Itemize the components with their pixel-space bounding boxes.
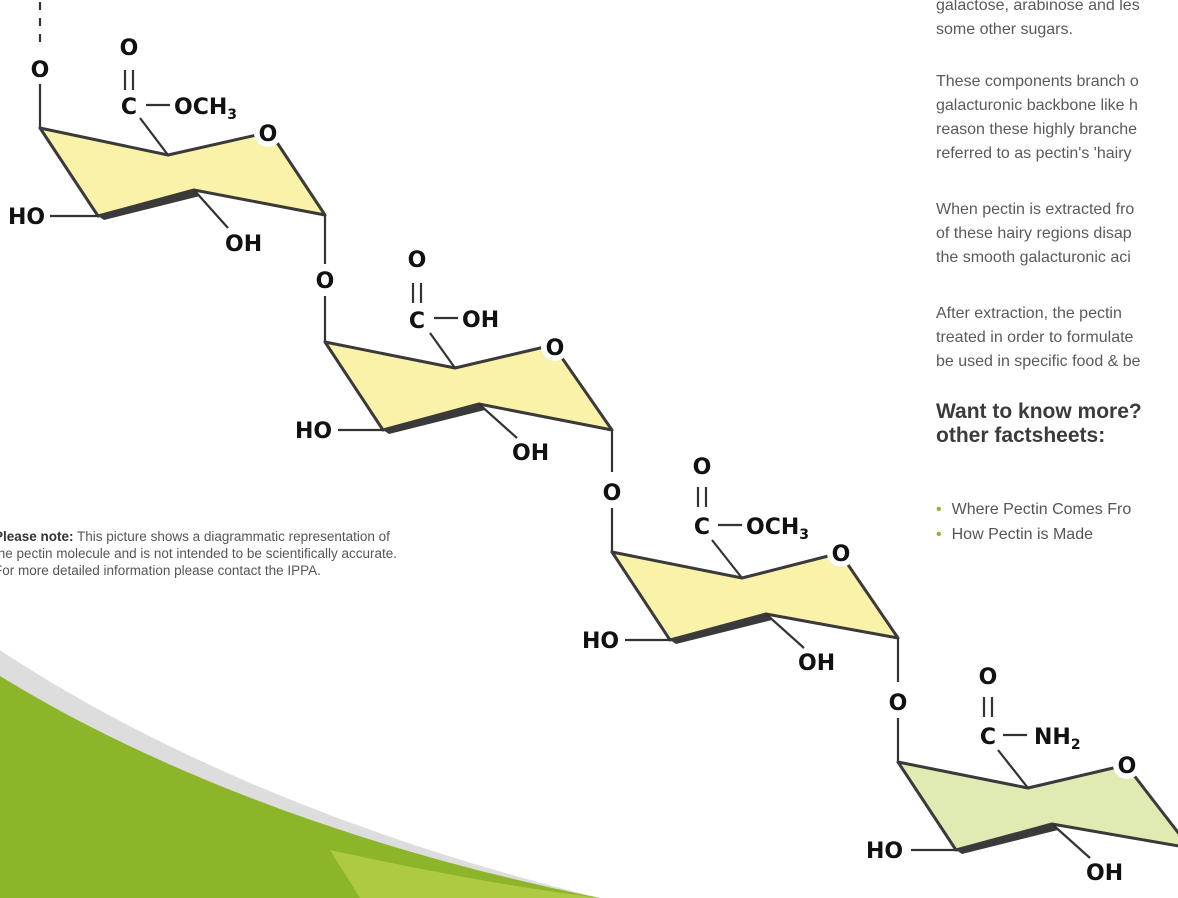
sugar-ring-unit-3: O C O OCH3 HO OH	[582, 455, 900, 676]
ring-fill	[38, 126, 327, 218]
methoxy-group: OCH3	[746, 515, 809, 543]
text-line: treated in order to formulate	[936, 329, 1134, 346]
note-text: This picture shows a diagrammatic repres…	[0, 529, 397, 578]
paragraph-sugars: galactose, arabinose and les some other …	[936, 0, 1140, 42]
bullet-icon: •	[936, 526, 942, 543]
carbonyl-carbon: C	[409, 309, 425, 334]
atom-o-top: O	[31, 58, 50, 83]
sugar-ring-unit-1: O C O OCH3 HO OH	[8, 36, 327, 257]
carbonyl-carbon: C	[980, 725, 996, 750]
hydroxyl-ho: HO	[866, 839, 903, 864]
link-label[interactable]: Where Pectin Comes Fro	[951, 501, 1132, 518]
text-line: galacturonic backbone like h	[936, 97, 1138, 114]
factsheet-links: • Where Pectin Comes Fro • How Pectin is M…	[936, 497, 1131, 547]
ring-oxygen: O	[1118, 754, 1137, 779]
carbonyl-oxygen: O	[979, 665, 998, 690]
decorative-swoosh	[0, 650, 600, 898]
glycosidic-oxygen: O	[316, 269, 335, 294]
hydroxyl-oh: OH	[798, 651, 835, 676]
hydroxyl-ho: HO	[582, 629, 619, 654]
carbonyl-oxygen: O	[693, 455, 712, 480]
paragraph-after-extraction: After extraction, the pectin treated in …	[936, 302, 1141, 374]
bullet-icon: •	[936, 501, 942, 518]
light-green-band	[330, 850, 600, 898]
hydroxyl-ho: HO	[295, 419, 332, 444]
text-line: reason these highly branche	[936, 121, 1138, 138]
green-band	[0, 676, 600, 898]
glycosidic-oxygen: O	[603, 481, 622, 506]
link-label[interactable]: How Pectin is Made	[951, 526, 1093, 543]
heading-line: other factsheets:	[936, 424, 1106, 447]
heading-line: Want to know more?	[936, 400, 1142, 423]
text-line: These components branch o	[936, 73, 1139, 90]
text-line: After extraction, the pectin	[936, 305, 1122, 322]
carbonyl-oxygen: O	[408, 248, 427, 273]
glycosidic-oxygen: O	[889, 691, 908, 716]
hydroxyl-oh: OH	[512, 441, 549, 466]
ring-oxygen: O	[546, 336, 565, 361]
ring-oxygen: O	[832, 542, 851, 567]
hydroxyl-oh: OH	[1086, 861, 1123, 886]
text-line: the smooth galacturonic aci	[936, 249, 1131, 266]
carbonyl-oxygen: O	[120, 36, 139, 61]
text-line: be used in specific food & be	[936, 353, 1141, 370]
carbonyl-carbon: C	[694, 515, 710, 540]
sugar-ring-unit-2: O C O OH HO OH	[295, 248, 614, 466]
text-line: galactose, arabinose and les	[936, 0, 1140, 14]
paragraph-extraction: When pectin is extracted fro of these ha…	[936, 198, 1134, 270]
text-line: some other sugars.	[936, 21, 1073, 38]
note-label: Please note:	[0, 529, 74, 544]
hydroxyl-oh: OH	[225, 232, 262, 257]
amide-group: NH2	[1034, 725, 1081, 753]
ring-fill	[323, 340, 614, 432]
text-line: When pectin is extracted fro	[936, 201, 1135, 218]
factsheet-link-where-pectin-comes-from[interactable]: • Where Pectin Comes Fro	[936, 497, 1131, 522]
factsheet-link-how-pectin-is-made[interactable]: • How Pectin is Made	[936, 522, 1131, 547]
paragraph-hairy-regions: These components branch o galacturonic b…	[936, 70, 1139, 166]
sugar-ring-unit-4: O C O NH2 HO OH	[866, 665, 1178, 886]
acid-hydroxyl: OH	[462, 308, 499, 333]
want-to-know-more-heading: Want to know more? other factsheets:	[936, 400, 1142, 448]
ring-oxygen: O	[259, 122, 278, 147]
text-line: of these hairy regions disap	[936, 225, 1132, 242]
ring-fill	[610, 550, 900, 642]
hydroxyl-ho: HO	[8, 205, 45, 230]
diagram-disclaimer-note: Please note: This picture shows a diagra…	[0, 528, 399, 579]
carbonyl-carbon: C	[121, 95, 137, 120]
text-line: referred to as pectin's 'hairy	[936, 145, 1132, 162]
methoxy-group: OCH3	[174, 95, 237, 123]
